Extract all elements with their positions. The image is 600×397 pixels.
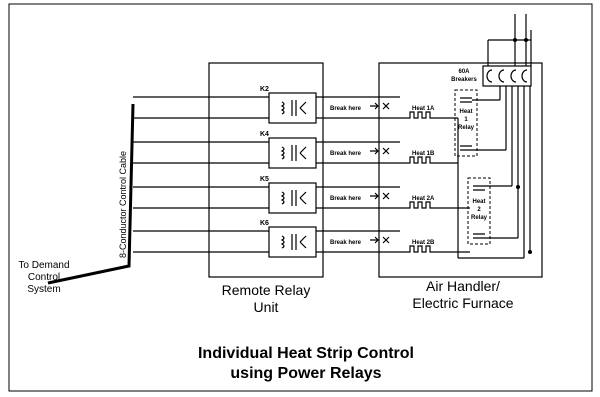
relay-label: K5 (260, 176, 269, 183)
break-label: Break here (330, 151, 362, 157)
relay-k5: K5 (260, 176, 317, 214)
power-wires (457, 14, 532, 259)
heat1-relay: Heat 1 Relay (454, 89, 478, 157)
heat1-relay-line3: Relay (458, 125, 475, 131)
relay-output-wires (316, 96, 400, 253)
source-label-line3: System (27, 284, 60, 295)
relay-label: K6 (260, 220, 269, 227)
heater-label: Heat 2B (412, 240, 435, 246)
cable-label: 8-Conductor Control Cable (118, 151, 128, 258)
relay-label: K2 (260, 86, 269, 93)
heat2-relay-line1: Heat (472, 199, 485, 205)
heat1-relay-line2: 1 (464, 117, 468, 123)
heater-label: Heat 1A (412, 106, 435, 112)
air-handler-label-line1: Air Handler/ (426, 278, 500, 294)
remote-relay-unit-box (208, 62, 324, 278)
diagram-frame (8, 3, 593, 392)
relay-k2: K2 (260, 86, 317, 124)
heat2-relay-line3: Relay (471, 215, 488, 221)
relay-label: K4 (260, 131, 269, 138)
control-cable (47, 103, 135, 285)
break-points: Break here Break here Break here Break h… (330, 102, 390, 246)
remote-unit-label-line2: Unit (254, 299, 279, 315)
relay-k4: K4 (260, 131, 317, 169)
remote-unit-label-line1: Remote Relay (222, 282, 311, 298)
heater-label: Heat 1B (412, 151, 435, 157)
heat2-relay-line2: 2 (477, 207, 481, 213)
source-label-line1: To Demand (18, 260, 69, 271)
relay-k6: K6 (260, 220, 317, 258)
diagram-title-line2: using Power Relays (230, 365, 381, 382)
diagram-title-line1: Individual Heat Strip Control (198, 345, 414, 362)
breakers: 60A Breakers (451, 65, 532, 87)
source-label-line2: Control (28, 272, 60, 283)
breakers-label-line2: Breakers (451, 77, 477, 83)
break-label: Break here (330, 240, 362, 246)
air-handler-box (378, 62, 543, 278)
break-label: Break here (330, 106, 362, 112)
heat1-relay-line1: Heat (459, 109, 472, 115)
heater-label: Heat 2A (412, 196, 435, 202)
air-handler-label-line2: Electric Furnace (412, 295, 513, 311)
breakers-label-line1: 60A (458, 69, 470, 75)
heater-elements: Heat 1A Heat 1B Heat 2A Heat 2B (400, 106, 470, 253)
control-wires (133, 96, 269, 253)
heat2-relay: Heat 2 Relay (467, 177, 491, 245)
break-label: Break here (330, 196, 362, 202)
